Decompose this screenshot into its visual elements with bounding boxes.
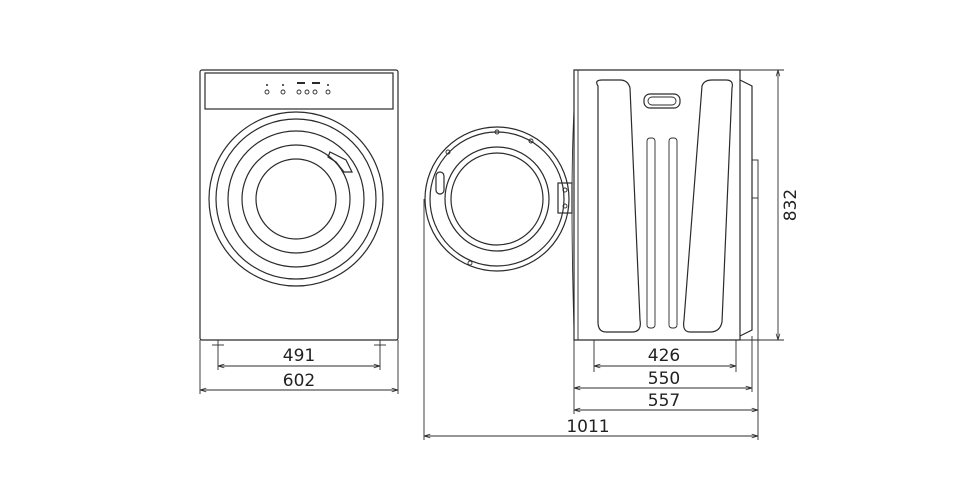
front-dimensions (199, 340, 399, 394)
dim-front-inner-width: 491 (283, 346, 315, 366)
front-door (208, 111, 384, 287)
dim-side-depth-550: 550 (648, 369, 680, 389)
dim-height: 832 (781, 189, 801, 221)
control-buttons (264, 82, 331, 95)
dim-side-depth-557: 557 (648, 391, 680, 411)
open-door-view (424, 126, 573, 272)
dim-side-depth-body: 426 (648, 346, 680, 366)
side-view (571, 69, 759, 341)
side-dimensions (423, 69, 784, 440)
dim-front-width: 602 (283, 371, 315, 391)
dim-door-open-depth: 1011 (566, 417, 609, 437)
front-view (199, 69, 399, 346)
